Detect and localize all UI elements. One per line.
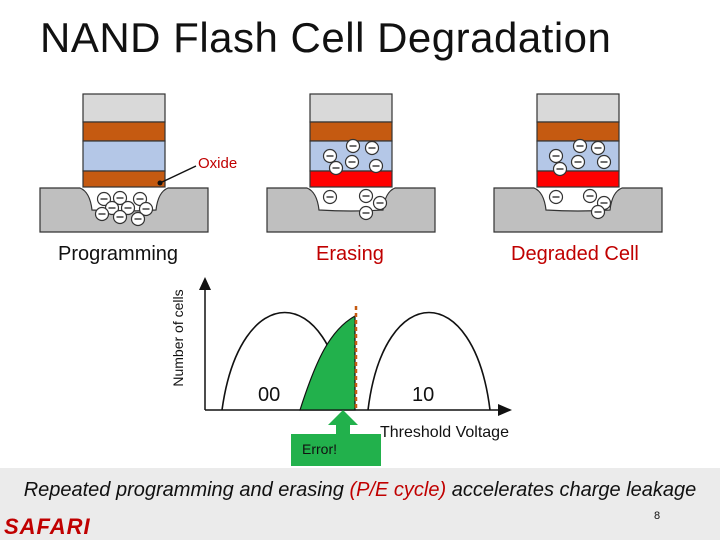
- damaged-tunnel-oxide: [309, 170, 393, 188]
- oxide-pointer-dot: [157, 180, 163, 186]
- brand-logo: SAFARI: [4, 514, 91, 539]
- oxide-pointer-line: [159, 165, 197, 184]
- error-arrow-head: [328, 410, 358, 425]
- substrate: [493, 187, 663, 233]
- substrate: [39, 187, 209, 233]
- error-arrow-shaft: [336, 424, 350, 435]
- control-gate: [536, 93, 620, 123]
- y-axis-label: Number of cells: [170, 289, 186, 387]
- footnote-part2: accelerates charge leakage: [446, 479, 697, 501]
- cell-erasing: [266, 93, 436, 233]
- distribution-10: [367, 311, 491, 411]
- error-label: Error!: [302, 441, 337, 457]
- slide-title: NAND Flash Cell Degradation: [40, 14, 612, 61]
- y-axis-arrow: [199, 277, 211, 290]
- blocking-oxide: [309, 121, 393, 142]
- state-code-00: 00: [258, 384, 281, 406]
- footnote: Repeated programming and erasing (P/E cy…: [0, 476, 720, 504]
- oxide-label: Oxide: [198, 155, 238, 172]
- error-box: [291, 434, 381, 466]
- electron-group: [94, 190, 154, 227]
- blocking-oxide: [82, 121, 166, 142]
- cell-degraded: [493, 93, 663, 233]
- state-label-degraded: Degraded Cell: [511, 243, 639, 265]
- blocking-oxide: [536, 121, 620, 142]
- cell-programming: [39, 93, 209, 233]
- state-code-10: 10: [412, 384, 435, 406]
- charge-trap-layer: [82, 140, 166, 172]
- damaged-tunnel-oxide: [536, 170, 620, 188]
- footnote-part1: Repeated programming and erasing: [23, 479, 350, 501]
- substrate: [266, 187, 436, 233]
- state-label-erasing: Erasing: [316, 243, 384, 265]
- x-axis-arrow: [498, 404, 512, 416]
- control-gate: [309, 93, 393, 123]
- error-region: [299, 314, 356, 411]
- tunnel-oxide: [82, 170, 166, 188]
- x-axis-label: Threshold Voltage: [380, 424, 509, 441]
- footer-band: [0, 468, 720, 540]
- page-number: 8: [654, 510, 661, 522]
- vth-distribution-plot: [199, 277, 512, 466]
- footnote-highlight: (P/E cycle): [349, 479, 447, 501]
- state-label-programming: Programming: [58, 243, 179, 265]
- control-gate: [82, 93, 166, 123]
